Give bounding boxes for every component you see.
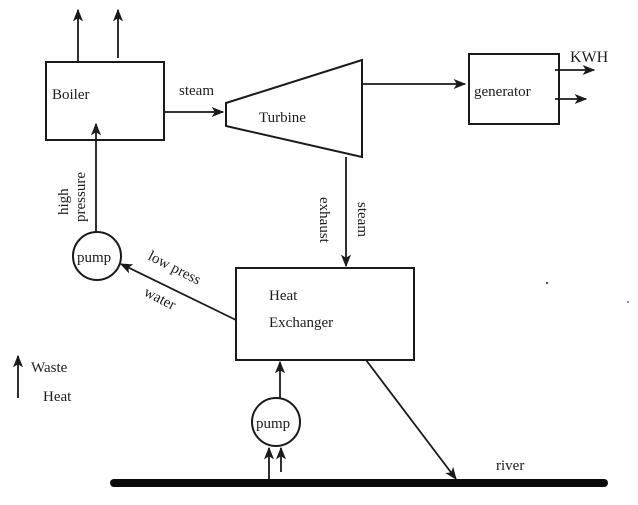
exhaust-steam-label: steam <box>354 202 370 237</box>
low-press-label: low press <box>145 248 203 288</box>
generator-label: generator <box>474 84 531 100</box>
waste-heat-label-2: Heat <box>43 389 72 405</box>
kwh-label: KWH <box>570 49 609 66</box>
low-press-water-arrow <box>119 263 237 321</box>
turbine-node: Turbine <box>225 58 363 159</box>
pump-river: pump <box>251 397 301 447</box>
waste-heat-legend: Waste Heat <box>12 354 72 405</box>
river-label: river <box>496 458 524 474</box>
turbine-label: Turbine <box>259 110 306 126</box>
heat-exchanger-label-1: Heat <box>269 288 298 304</box>
generator-node: generator <box>468 53 560 125</box>
heat-exchanger-box <box>235 267 415 361</box>
speck <box>545 281 549 285</box>
heat-exchanger-label-2: Exchanger <box>269 315 333 331</box>
speck <box>627 301 629 303</box>
boiler-node: Boiler <box>45 61 165 141</box>
high-label: high <box>56 188 72 215</box>
generator-box <box>468 53 560 125</box>
pump-high-pressure: pump <box>72 231 122 281</box>
pump-river-circle <box>251 397 301 447</box>
turbine-shape <box>225 58 363 159</box>
waste-heat-label-1: Waste <box>31 360 68 376</box>
heat-exchanger-node: Heat Exchanger <box>235 267 415 361</box>
pressure-label: pressure <box>73 172 89 222</box>
discharge-to-river-arrow <box>365 359 457 481</box>
boiler-box <box>45 61 165 141</box>
boiler-label: Boiler <box>52 87 90 103</box>
pump-high-circle <box>72 231 122 281</box>
pump-high-label: pump <box>77 250 111 266</box>
pump-river-label: pump <box>256 416 290 432</box>
exhaust-label: exhaust <box>316 197 332 244</box>
steam-label: steam <box>179 83 214 99</box>
